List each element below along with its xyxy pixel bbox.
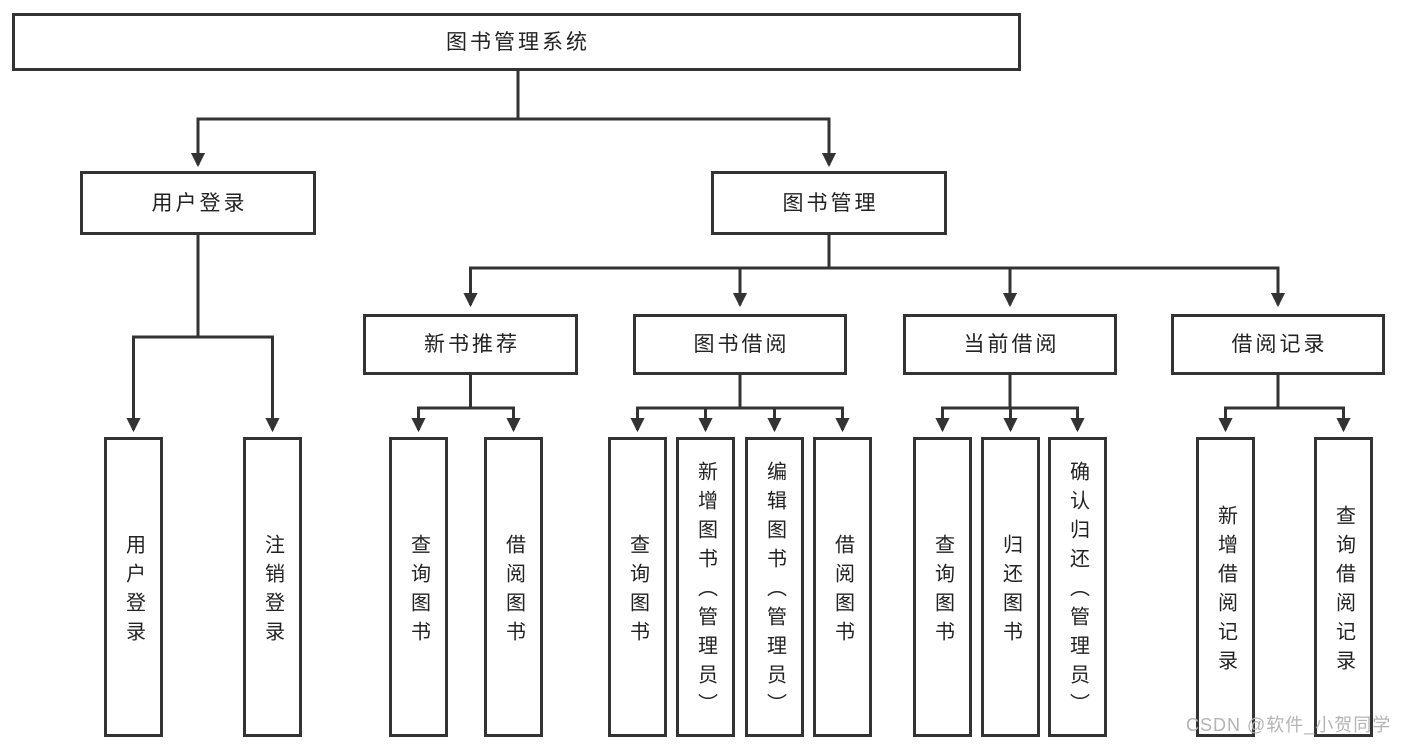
- connector-root-to-level2: [190, 70, 837, 168]
- node-borrowing-records: 借阅记录: [1171, 314, 1385, 375]
- node-leaf-add-books-admin: 新增图书（管理员）: [676, 437, 735, 737]
- node-new-book-recommendation: 新书推荐: [363, 314, 578, 375]
- node-library-management-system: 图书管理系统: [12, 13, 1021, 71]
- node-book-borrowing: 图书借阅: [633, 314, 847, 375]
- node-leaf-user-login: 用户登录: [104, 437, 163, 737]
- node-leaf-query-books-current: 查询图书: [913, 437, 972, 737]
- connector-login-to-leaves: [126, 235, 280, 433]
- node-book-management: 图书管理: [711, 171, 947, 235]
- node-current-borrowing: 当前借阅: [903, 314, 1117, 375]
- connector-borrow-to-leaves: [630, 375, 850, 433]
- node-leaf-logout: 注销登录: [243, 437, 302, 737]
- csdn-watermark: CSDN @软件_小贺同学: [1186, 715, 1392, 735]
- node-leaf-query-books-recommend: 查询图书: [389, 437, 448, 737]
- node-leaf-borrow-books: 借阅图书: [813, 437, 872, 737]
- connector-recommend-to-leaves: [411, 375, 521, 433]
- node-leaf-confirm-return-admin: 确认归还（管理员）: [1048, 437, 1107, 737]
- node-leaf-add-borrow-record: 新增借阅记录: [1196, 437, 1255, 737]
- node-leaf-borrow-books-recommend: 借阅图书: [484, 437, 543, 737]
- connector-current-to-leaves: [935, 375, 1085, 433]
- node-leaf-query-borrow-record: 查询借阅记录: [1314, 437, 1373, 737]
- connector-mgmt-to-level3: [463, 235, 1286, 308]
- node-user-login: 用户登录: [80, 171, 316, 235]
- node-leaf-return-books: 归还图书: [981, 437, 1040, 737]
- connector-records-to-leaves: [1218, 375, 1351, 433]
- node-leaf-edit-books-admin: 编辑图书（管理员）: [745, 437, 804, 737]
- node-leaf-query-books-borrow: 查询图书: [608, 437, 667, 737]
